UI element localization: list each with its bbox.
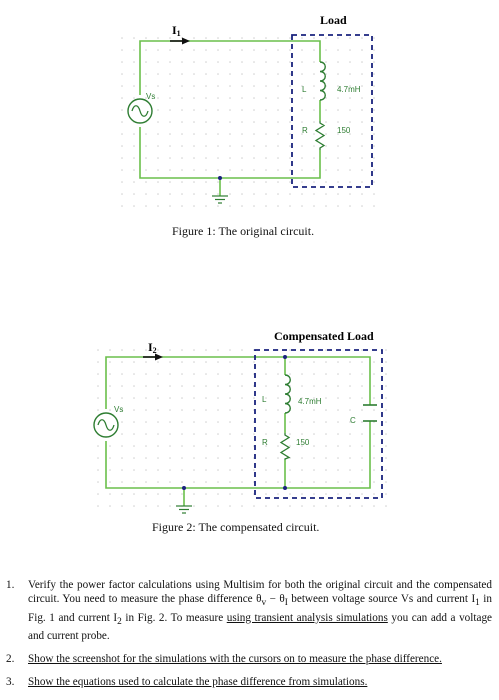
compensated-load-dashed-box	[254, 349, 383, 499]
current-label-i1: I1	[172, 23, 181, 38]
ground-node	[218, 176, 222, 180]
underlined-phrase: using transient analysis simulations	[226, 611, 388, 624]
current-arrow	[170, 37, 190, 45]
resistor-value: 150	[296, 438, 310, 447]
ground-symbol	[212, 195, 228, 204]
inductor-label: L	[302, 85, 307, 94]
figure-2-caption: Figure 2: The compensated circuit.	[152, 520, 320, 534]
compensated-load-title: Compensated Load	[274, 329, 374, 343]
inductor-symbol	[319, 61, 326, 101]
inductor-value: 4.7mH	[298, 397, 322, 406]
current-arrow	[143, 353, 163, 361]
task-text: Show the screenshot for the simulations …	[28, 653, 442, 666]
inductor-label: L	[262, 395, 267, 404]
ground-symbol	[176, 505, 192, 514]
source-label: Vs	[146, 92, 155, 101]
figure-2: I2 Compensated Load Vs L 4.7mH R 150 C	[93, 329, 392, 516]
current-label-i2: I2	[148, 340, 157, 355]
task-item-3: 3. Show the equations used to calculate …	[6, 675, 492, 689]
task-number: 1.	[6, 579, 15, 591]
source-label: Vs	[114, 405, 123, 414]
task-number: 3.	[6, 676, 15, 689]
capacitor-label: C	[350, 416, 356, 425]
task-text: Show the equations used to calculate the…	[28, 676, 368, 689]
load-dashed-box	[291, 34, 373, 188]
resistor-label: R	[302, 126, 308, 135]
resistor-symbol	[314, 121, 326, 150]
resistor-value: 150	[337, 126, 351, 135]
junction-node-top	[283, 355, 287, 359]
task-item-2: 2. Show the screenshot for the simulatio…	[6, 652, 492, 666]
load-title: Load	[320, 13, 347, 27]
grid-background	[96, 344, 392, 516]
task-text: Verify the power factor calculations usi…	[28, 579, 493, 643]
resistor-label: R	[262, 438, 268, 447]
wires	[139, 40, 321, 196]
inductor-symbol	[284, 374, 291, 414]
figure-1: I1 Load Vs L 4.7mH R 150	[120, 13, 382, 208]
grid-background	[120, 30, 382, 208]
resistor-symbol	[279, 433, 291, 460]
voltage-source	[93, 412, 119, 438]
ground-node	[182, 486, 186, 490]
voltage-source	[127, 98, 153, 124]
wires	[105, 356, 371, 506]
task-item-1: 1. Verify the power factor calculations …	[6, 578, 492, 643]
task-list: 1. Verify the power factor calculations …	[6, 578, 492, 699]
capacitor-symbol	[363, 404, 377, 422]
figure-1-caption: Figure 1: The original circuit.	[172, 224, 315, 238]
junction-node-bottom	[283, 486, 287, 490]
task-number: 2.	[6, 653, 15, 666]
inductor-value: 4.7mH	[337, 85, 361, 94]
